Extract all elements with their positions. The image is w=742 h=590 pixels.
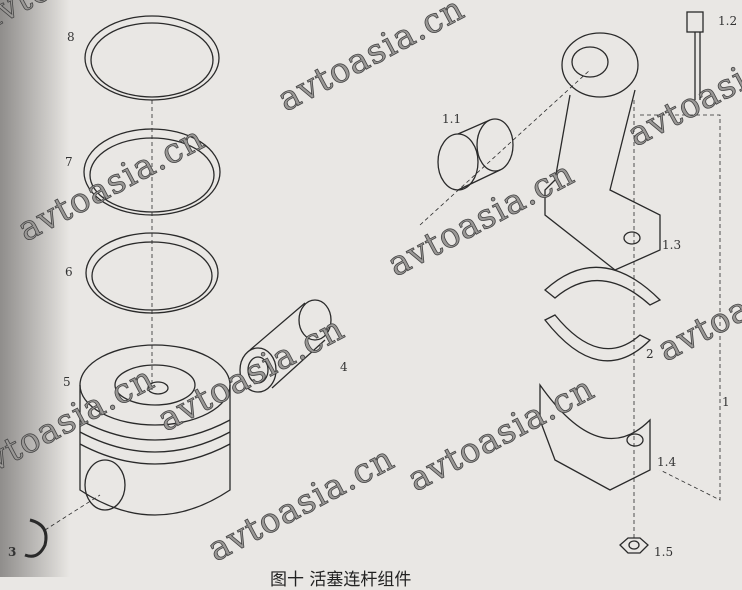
label-1: 1 xyxy=(722,395,730,409)
label-8: 8 xyxy=(67,30,75,44)
label-1-5: 1.5 xyxy=(654,545,674,559)
piston-ring-8 xyxy=(84,15,220,101)
label-3: 3 xyxy=(8,545,17,559)
exploded-diagram xyxy=(24,11,721,558)
rod-cap-1-4 xyxy=(539,382,651,491)
scan-shadow xyxy=(0,0,70,577)
piston-pin-4 xyxy=(239,299,332,393)
piston-5 xyxy=(79,344,231,516)
label-6: 6 xyxy=(65,265,73,279)
figure-caption: 图十 活塞连杆组件 xyxy=(270,570,412,590)
circlip-3 xyxy=(24,518,48,558)
label-5: 5 xyxy=(63,375,71,389)
label-2: 2 xyxy=(646,347,654,361)
label-1-1: 1.1 xyxy=(442,112,462,126)
bolt-1-2 xyxy=(686,11,704,100)
label-1-3: 1.3 xyxy=(662,238,682,252)
nut-1-5 xyxy=(619,537,649,554)
label-1-4: 1.4 xyxy=(657,455,677,469)
bearing-shells-2 xyxy=(543,266,662,362)
piston-ring-6 xyxy=(85,232,219,314)
label-1-2: 1.2 xyxy=(718,14,738,28)
label-4: 4 xyxy=(340,360,348,374)
label-7: 7 xyxy=(65,155,73,169)
bushing-1-1 xyxy=(437,118,514,191)
